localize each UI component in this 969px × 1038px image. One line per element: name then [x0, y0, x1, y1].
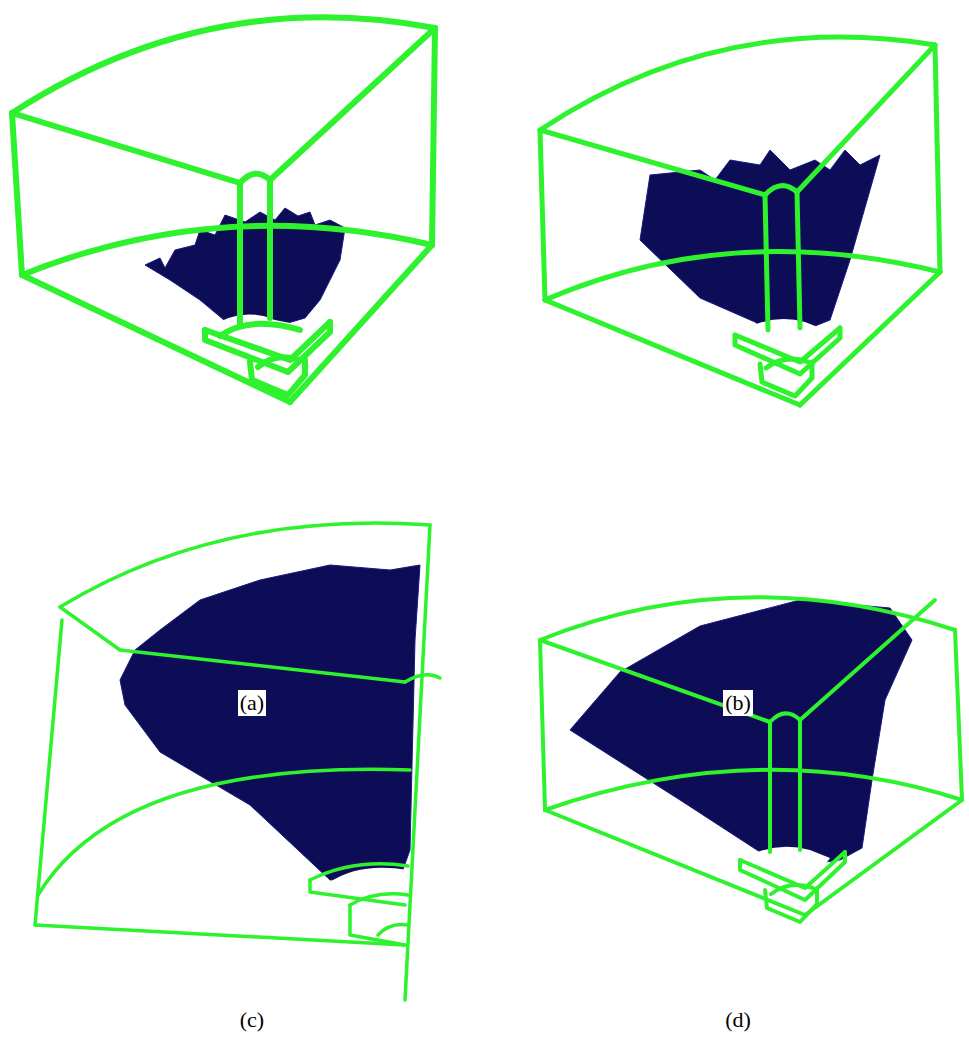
render-panel-b	[540, 37, 940, 405]
render-panel-d	[540, 597, 962, 922]
panel-label: (d)	[723, 1007, 753, 1033]
panel-label: (c)	[238, 1007, 266, 1033]
render-panel-c	[35, 523, 440, 1000]
panel-label: (b)	[723, 690, 753, 716]
render-panel-a	[12, 17, 435, 402]
panel-label: (a)	[238, 690, 266, 716]
